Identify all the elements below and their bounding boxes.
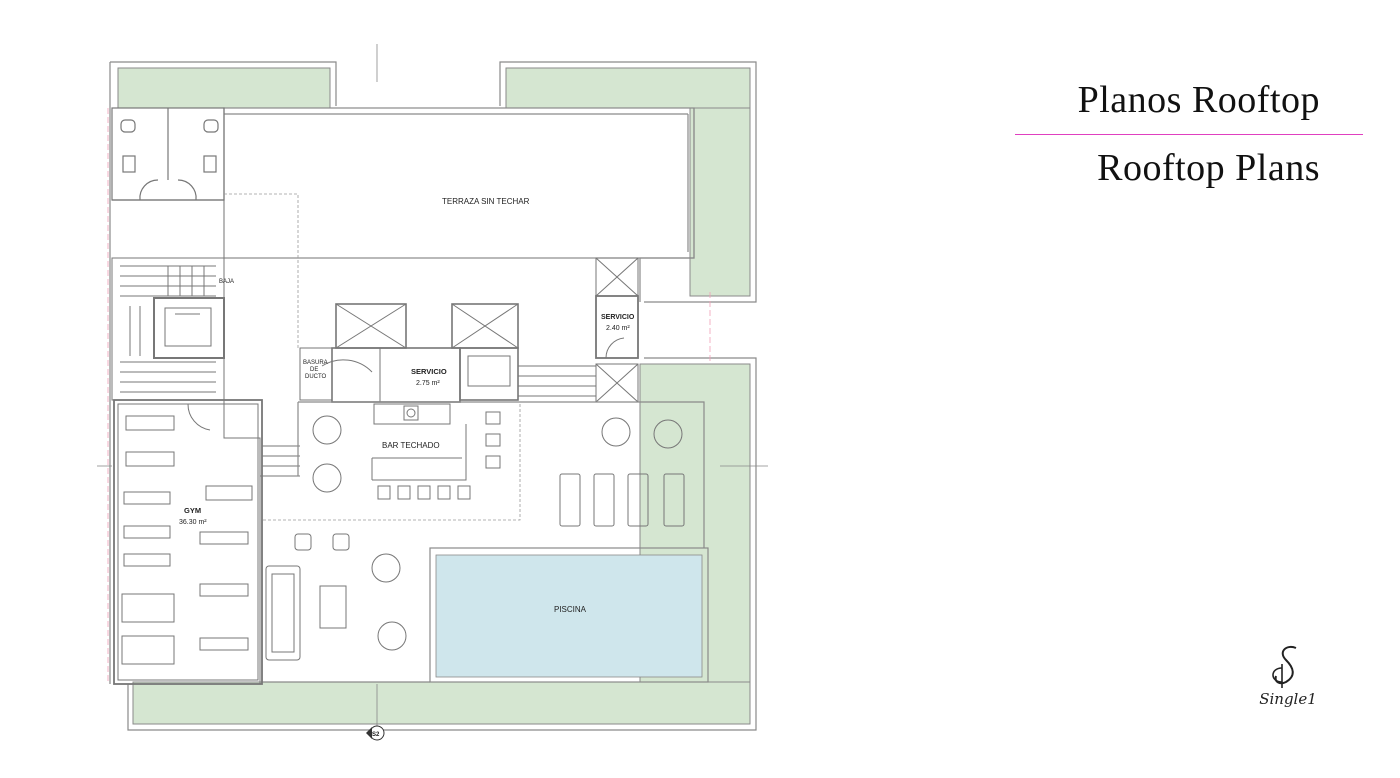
bar-back-counter xyxy=(373,403,451,425)
terrace-right-edge xyxy=(639,108,695,302)
treadmill-1 xyxy=(121,593,175,623)
basura-label-3: DUCTO xyxy=(305,374,327,380)
armchair xyxy=(319,585,347,629)
garden-top-left xyxy=(117,67,331,109)
baja-label: BAJA xyxy=(219,279,234,285)
sink-left xyxy=(122,155,136,173)
servicio-2-label: SERVICIO xyxy=(601,314,635,321)
sink-right xyxy=(203,155,217,173)
brand-logo: Single1 xyxy=(1252,642,1324,722)
sofa xyxy=(265,565,301,661)
terrace-label: TERRAZA SIN TECHAR xyxy=(442,197,530,206)
door-swing-left xyxy=(139,179,159,201)
bar-counter xyxy=(372,424,467,481)
treadmill-2 xyxy=(121,635,175,665)
lounge xyxy=(265,565,347,661)
brand-monogram-icon xyxy=(1272,646,1297,688)
servicio-1-door xyxy=(321,359,373,373)
elevator-2 xyxy=(459,347,519,401)
brand-wordmark: Single1 xyxy=(1259,690,1317,708)
servicio-1-label: SERVICIO xyxy=(411,367,447,376)
pool-label: PISCINA xyxy=(554,605,587,614)
title-divider xyxy=(1015,134,1363,135)
bathrooms xyxy=(111,107,225,201)
outer-wall-top-left xyxy=(110,61,337,106)
stairs-elevator xyxy=(111,257,300,477)
page-title-spanish: Planos Rooftop xyxy=(1077,79,1320,121)
pool-outline xyxy=(429,547,709,683)
elevator-shaft xyxy=(153,297,225,359)
garden-right-upper xyxy=(689,107,751,297)
walls xyxy=(109,61,757,731)
gym-area: 36.30 m² xyxy=(179,519,207,526)
bar xyxy=(294,403,683,651)
servicio-room-2 xyxy=(595,295,639,359)
gym-room xyxy=(113,399,263,685)
gym-label: GYM xyxy=(184,506,201,515)
toilet-left xyxy=(120,119,136,133)
basura-label-1: BASURA xyxy=(303,360,328,366)
stair-treads xyxy=(120,265,216,393)
servicio-1-area: 2.75 m² xyxy=(416,380,440,387)
section-marker: S2 xyxy=(366,725,385,741)
loungers xyxy=(559,473,685,527)
terrace-outline xyxy=(223,107,695,259)
gym xyxy=(113,399,263,685)
outer-wall-top-right xyxy=(499,61,757,303)
bar-cooktop xyxy=(403,405,419,421)
garden-top-right xyxy=(505,67,751,109)
bar-label: BAR TECHADO xyxy=(382,441,440,450)
pool-water xyxy=(435,554,703,678)
axis-marks xyxy=(97,44,768,730)
outer-wall-right xyxy=(127,357,757,731)
page-title-english: Rooftop Plans xyxy=(1097,147,1320,189)
property-line xyxy=(107,108,711,684)
elevator-car xyxy=(164,307,212,347)
servicio-2-area: 2.40 m² xyxy=(606,325,630,332)
service-core xyxy=(299,257,639,403)
door-swing-right xyxy=(177,179,197,201)
garden-bottom xyxy=(132,681,751,725)
basura-label-2: DE xyxy=(310,367,318,373)
section-marker-label: S2 xyxy=(372,732,380,738)
toilet-right xyxy=(203,119,219,133)
